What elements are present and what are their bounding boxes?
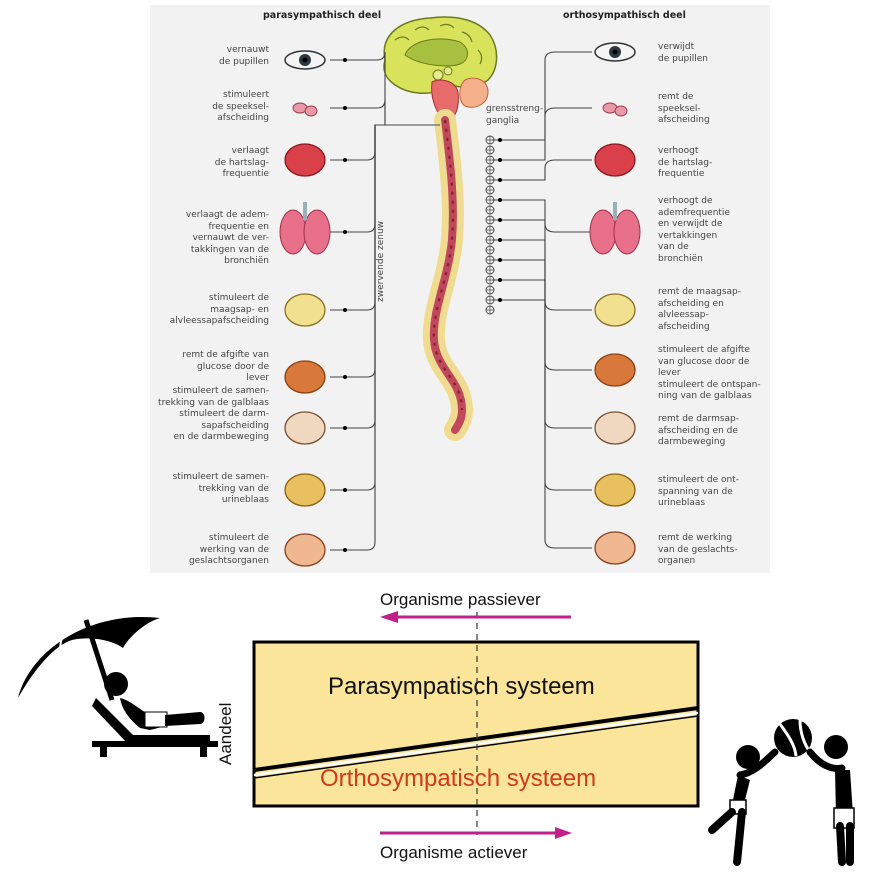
synapse-dot <box>343 308 347 312</box>
synapse-dot <box>343 488 347 492</box>
lungs-organ-icon <box>589 202 641 255</box>
eye-organ-icon <box>284 50 326 70</box>
synapse-dot <box>498 298 502 302</box>
ortho-effect-liver: stimuleert de afgifte van glucose door d… <box>658 345 761 401</box>
ortho-effect-genitals: remt de werking van de geslachts- organe… <box>658 533 738 566</box>
orthosympathetic-nerve <box>492 279 592 491</box>
synapse-dot <box>498 278 502 282</box>
para-effect-liver: remt de afgifte van glucose door de leve… <box>182 350 269 383</box>
synapse-dot <box>498 258 502 262</box>
synapse-dot <box>498 178 502 182</box>
synapse-dot <box>343 158 347 162</box>
parasympathetic-nerve <box>330 51 440 126</box>
para-effect-intestines: stimuleert de samen- trekking van de gal… <box>158 386 269 442</box>
genitals-organ-icon <box>594 531 636 565</box>
bladder-organ-icon <box>594 473 636 507</box>
ortho-effect-lungs: verhoogt de ademfrequentie en verwijdt d… <box>658 196 730 264</box>
synapse-dot <box>498 198 502 202</box>
orthosympathetic-nerve <box>492 299 592 549</box>
parasympathetic-nerve <box>330 124 440 161</box>
synapse-dot <box>498 158 502 162</box>
orthosympathetic-nerve <box>492 259 592 429</box>
synapse-dot <box>343 230 347 234</box>
stomach-pancreas-organ-icon <box>594 293 636 327</box>
brain-icon <box>383 16 498 123</box>
orthosympathetic-nerve <box>492 159 592 181</box>
spine-icon <box>422 109 474 441</box>
salivary-glands-organ-icon <box>602 102 628 117</box>
heart-organ-icon <box>594 143 636 177</box>
orthosympathetic-nerve <box>492 199 592 233</box>
parasympathetic-system-label: Parasympatisch systeem <box>328 673 595 700</box>
orthosympathetic-system-label: Orthosympatisch systeem <box>320 765 597 792</box>
passive-label: Organisme passiever <box>380 590 541 609</box>
orthosympathetic-header: orthosympathisch deel <box>563 10 686 21</box>
boundary-line-light <box>253 711 699 777</box>
person-relaxing-under-umbrella-icon <box>18 616 218 757</box>
para-effect-stomach: stimuleert de maagsap- en alvleessapafsc… <box>169 293 269 326</box>
synapse-dot <box>498 218 502 222</box>
heart-organ-icon <box>284 143 326 177</box>
liver-organ-icon <box>594 353 636 387</box>
parasympathetic-nerve <box>330 99 440 126</box>
y-axis-label: Aandeel <box>216 702 235 765</box>
boundary-line-dark-2 <box>253 715 699 779</box>
arrow-left-icon <box>380 611 398 623</box>
orthosympathetic-nerve <box>492 219 592 311</box>
ortho-effect-intestines: remt de darmsap- afscheiding en de darmb… <box>658 414 740 447</box>
para-effect-lungs: verlaagt de adem- frequentie en vernauwt… <box>185 210 269 266</box>
organs-right <box>589 42 641 565</box>
intestines-organ-icon <box>594 411 636 445</box>
synapse-dot <box>343 106 347 110</box>
para-effect-genitals: stimuleert de werking van de geslachtsor… <box>188 533 269 566</box>
ortho-effect-salivary: remt de speeksel- afscheiding <box>658 92 710 125</box>
bladder-organ-icon <box>284 473 326 507</box>
parasympathetic-nerve <box>330 124 440 551</box>
active-label: Organisme actiever <box>380 843 528 862</box>
nerve-lines <box>330 51 592 552</box>
parasympathetic-nerve <box>330 124 440 233</box>
orthosympathetic-nerve <box>492 107 592 161</box>
synapse-dot <box>498 138 502 142</box>
para-effect-bladder: stimuleert de samen- trekking van de uri… <box>172 472 269 505</box>
vagus-nerve-label: zwervende zenuw <box>376 220 386 302</box>
synapse-dot <box>343 548 347 552</box>
ortho-effect-eye: verwijdt de pupillen <box>658 42 708 64</box>
stomach-pancreas-organ-icon <box>284 293 326 327</box>
children-playing-ball-icon <box>708 719 855 866</box>
parasympathetic-header: parasympathisch deel <box>263 10 382 21</box>
ganglia-label: grensstreng- ganglia <box>486 104 544 126</box>
ortho-effect-stomach: remt de maagsap- afscheiding en alvleess… <box>658 287 741 332</box>
para-effect-salivary: stimuleert de speeksel- afscheiding <box>212 90 269 123</box>
synapse-dot <box>343 375 347 379</box>
intestines-organ-icon <box>284 411 326 445</box>
genitals-organ-icon <box>284 533 326 567</box>
orthosympathetic-nerve <box>492 51 592 141</box>
synapse-dot <box>498 238 502 242</box>
synapse-dot <box>343 58 347 62</box>
organs-left <box>279 50 331 567</box>
parasympathetic-nerve <box>330 124 440 491</box>
salivary-glands-organ-icon <box>292 102 318 117</box>
ortho-effect-bladder: stimuleert de ont- spanning van de urine… <box>658 475 739 508</box>
eye-organ-icon <box>594 42 636 62</box>
arrow-right-icon <box>555 827 572 839</box>
balance-chart <box>252 611 700 839</box>
liver-organ-icon <box>284 360 326 394</box>
para-effect-eye: vernauwt de pupillen <box>219 45 269 67</box>
boundary-line-dark <box>253 706 699 772</box>
lungs-organ-icon <box>279 202 331 255</box>
synapse-dot <box>343 426 347 430</box>
ganglia-chain <box>485 135 495 315</box>
para-effect-heart: verlaagt de hartslag- frequentie <box>214 146 269 179</box>
ortho-effect-heart: verhoogt de hartslag- frequentie <box>658 146 713 179</box>
